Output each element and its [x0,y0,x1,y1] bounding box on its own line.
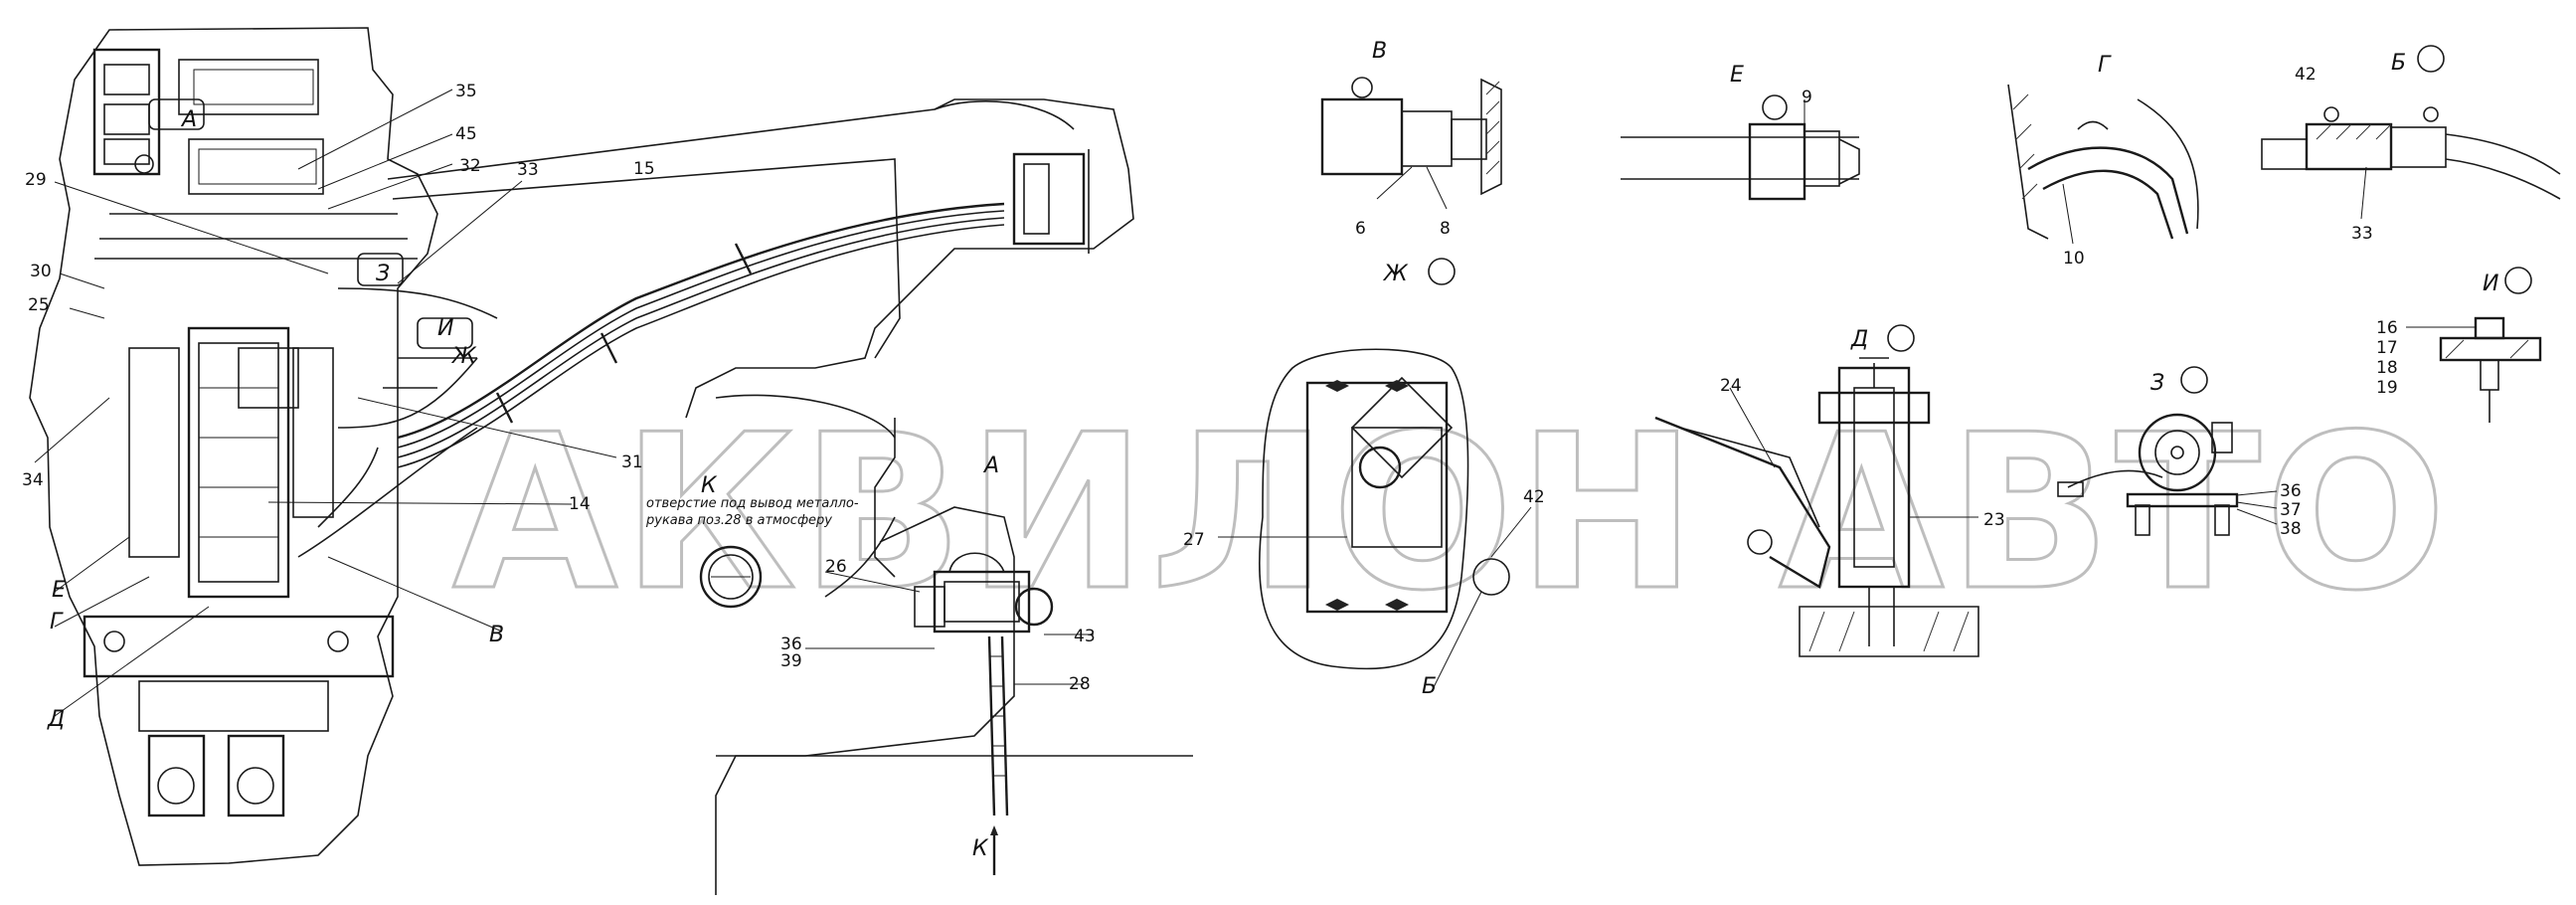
callout-38: 38 [2280,519,2302,539]
view-label-k-heater: К [972,836,989,861]
callout-28: 28 [1069,674,1091,694]
callout-16: 16 [2376,318,2398,338]
watermark: АКВИЛОН АВТО [452,388,2451,637]
callout-15: 15 [633,159,655,179]
callout-17: 17 [2376,338,2398,358]
engine-leader-lines [34,89,617,717]
callout-18: 18 [2376,358,2398,378]
view-label-k-main: К [701,473,718,498]
detail-view-b [2261,106,2561,220]
view-label-a-heater: А [982,453,999,478]
view-label-zh: Ж [450,344,477,369]
view-label-d: Д [47,707,65,732]
detail-view-zh [1218,348,1532,692]
hole-note-line-2: рукава поз.28 в атмосферу [645,513,832,528]
engine-assembly-drawing [29,27,498,866]
view-title-v: В [1372,39,1387,64]
callout-26: 26 [825,557,847,577]
callout-39-heater: 39 [780,651,802,671]
callout-25: 25 [28,295,50,315]
callout-42-view-zh: 42 [1523,487,1545,507]
view-label-a-main: А [180,107,197,132]
callout-29: 29 [25,170,47,190]
view-label-i: И [437,316,453,341]
callout-36-view-z: 36 [2280,481,2302,501]
detail-view-z [2057,413,2278,536]
frame-and-pipe-bundle [297,98,1134,598]
view-title-e: Е [1730,63,1744,88]
callout-34: 34 [22,470,44,490]
callout-31: 31 [621,452,643,472]
callout-43: 43 [1074,627,1096,646]
view-label-z: З [376,262,390,286]
view-title-i: И [2483,272,2498,296]
view-title-b: Б [2391,51,2406,76]
callout-10: 10 [2063,249,2085,269]
view-mark-circles [1428,45,2532,394]
callout-8: 8 [1440,219,1451,239]
heater-assembly [715,506,1193,895]
callout-30: 30 [30,262,52,281]
view-title-zh: Ж [1382,262,1409,286]
callout-42-view-b: 42 [2295,65,2317,85]
view-label-e: Е [52,578,66,603]
callout-32: 32 [459,156,481,176]
view-label-v: В [489,623,504,647]
view-label-g: Г [50,610,64,634]
view-title-z: З [2150,371,2164,396]
callout-33-view-b: 33 [2351,224,2373,244]
callout-36-heater: 36 [780,634,802,654]
view-title-d: Д [1850,327,1868,352]
callout-6: 6 [1355,219,1366,239]
callout-35: 35 [455,82,477,101]
callout-24: 24 [1720,376,1742,396]
view-label-b: Б [1422,674,1437,699]
callout-27: 27 [1183,530,1205,550]
callout-9: 9 [1802,88,1812,107]
callout-33-main: 33 [517,160,539,180]
view-title-g: Г [2098,53,2112,78]
callout-19: 19 [2376,378,2398,398]
callout-14: 14 [569,494,591,514]
hole-note-line-1: отверстие под вывод металло- [646,496,859,511]
callout-37: 37 [2280,500,2302,520]
callout-23: 23 [1983,510,2005,530]
detail-view-g [2007,84,2199,245]
detail-view-i [2406,316,2542,423]
detail-view-v [1320,77,1502,210]
detail-view-e [1621,94,1860,201]
round-cover [699,545,763,609]
detail-view-d [1654,357,1979,657]
callout-45: 45 [455,124,477,144]
